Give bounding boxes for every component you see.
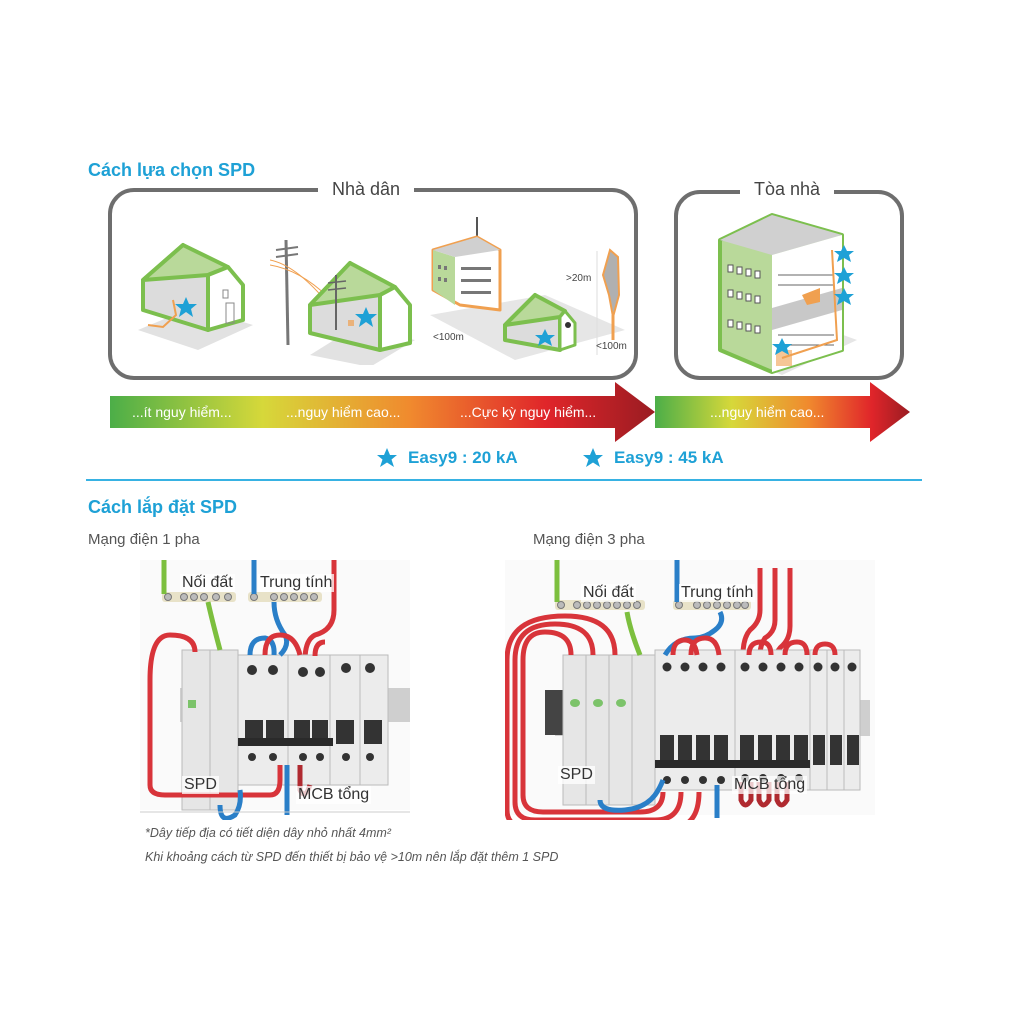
neutral-busbar bbox=[673, 600, 751, 610]
selection-title: Cách lựa chọn SPD bbox=[88, 160, 256, 180]
risk-low-text: ...ít nguy hiểm... bbox=[132, 404, 232, 420]
legend-item-45ka: Easy9 : 45 kA bbox=[582, 447, 724, 469]
residential-group-label: Nhà dân bbox=[318, 178, 415, 200]
house-basic-illustration bbox=[138, 243, 253, 350]
risk-arrow-building bbox=[655, 382, 910, 442]
star-icon bbox=[583, 448, 603, 467]
note-grounding-wire: *Dây tiếp địa có tiết diện dây nhỏ nhất … bbox=[145, 826, 391, 840]
three-phase-earth-label: Nối đất bbox=[581, 584, 636, 602]
distance-label-tree: <100m bbox=[596, 341, 627, 352]
distance-label-height: >20m bbox=[566, 273, 592, 284]
risk-arrow-residential bbox=[110, 382, 655, 442]
building-illustration bbox=[718, 213, 857, 375]
three-phase-mcb-label: MCB tổng bbox=[732, 776, 808, 794]
star-icon bbox=[772, 338, 792, 355]
star-icon bbox=[355, 307, 377, 327]
star-icon bbox=[834, 245, 854, 262]
single-phase-subtitle: Mạng điện 1 pha bbox=[88, 531, 200, 548]
three-phase-neutral-label: Trung tính bbox=[679, 584, 756, 602]
legend-text: Easy9 : 20 kA bbox=[408, 448, 518, 467]
house-overhead-line-illustration bbox=[270, 239, 415, 365]
star-icon bbox=[535, 329, 555, 346]
three-phase-subtitle: Mạng điện 3 pha bbox=[533, 531, 645, 548]
legend-text: Easy9 : 45 kA bbox=[614, 448, 724, 467]
distance-label-building: <100m bbox=[433, 332, 464, 343]
note-additional-spd: Khi khoảng cách từ SPD đến thiết bị bảo … bbox=[145, 850, 559, 864]
star-icon bbox=[834, 267, 854, 284]
installation-title: Cách lắp đặt SPD bbox=[88, 497, 238, 517]
building-group-label: Tòa nhà bbox=[740, 178, 835, 200]
single-phase-wiring-diagram bbox=[140, 560, 410, 820]
risk-arrows bbox=[110, 382, 910, 442]
three-phase-spd-label: SPD bbox=[558, 766, 595, 784]
single-phase-earth-label: Nối đất bbox=[180, 574, 235, 592]
star-icon bbox=[834, 288, 854, 305]
risk-extreme-text: ...Cực kỳ nguy hiểm... bbox=[460, 404, 597, 420]
single-phase-spd-label: SPD bbox=[182, 776, 219, 794]
star-icon bbox=[377, 448, 397, 467]
three-phase-wiring-diagram bbox=[505, 560, 875, 820]
risk-high-text: ...nguy hiểm cao... bbox=[286, 404, 401, 420]
single-phase-mcb-label: MCB tổng bbox=[296, 786, 372, 804]
single-phase-neutral-label: Trung tính bbox=[258, 574, 335, 592]
star-icon bbox=[175, 297, 197, 317]
section-divider bbox=[86, 479, 922, 481]
legend-item-20ka: Easy9 : 20 kA bbox=[376, 447, 518, 469]
risk-building-text: ...nguy hiểm cao... bbox=[710, 404, 825, 420]
house-near-tall-structures-illustration bbox=[430, 217, 625, 360]
